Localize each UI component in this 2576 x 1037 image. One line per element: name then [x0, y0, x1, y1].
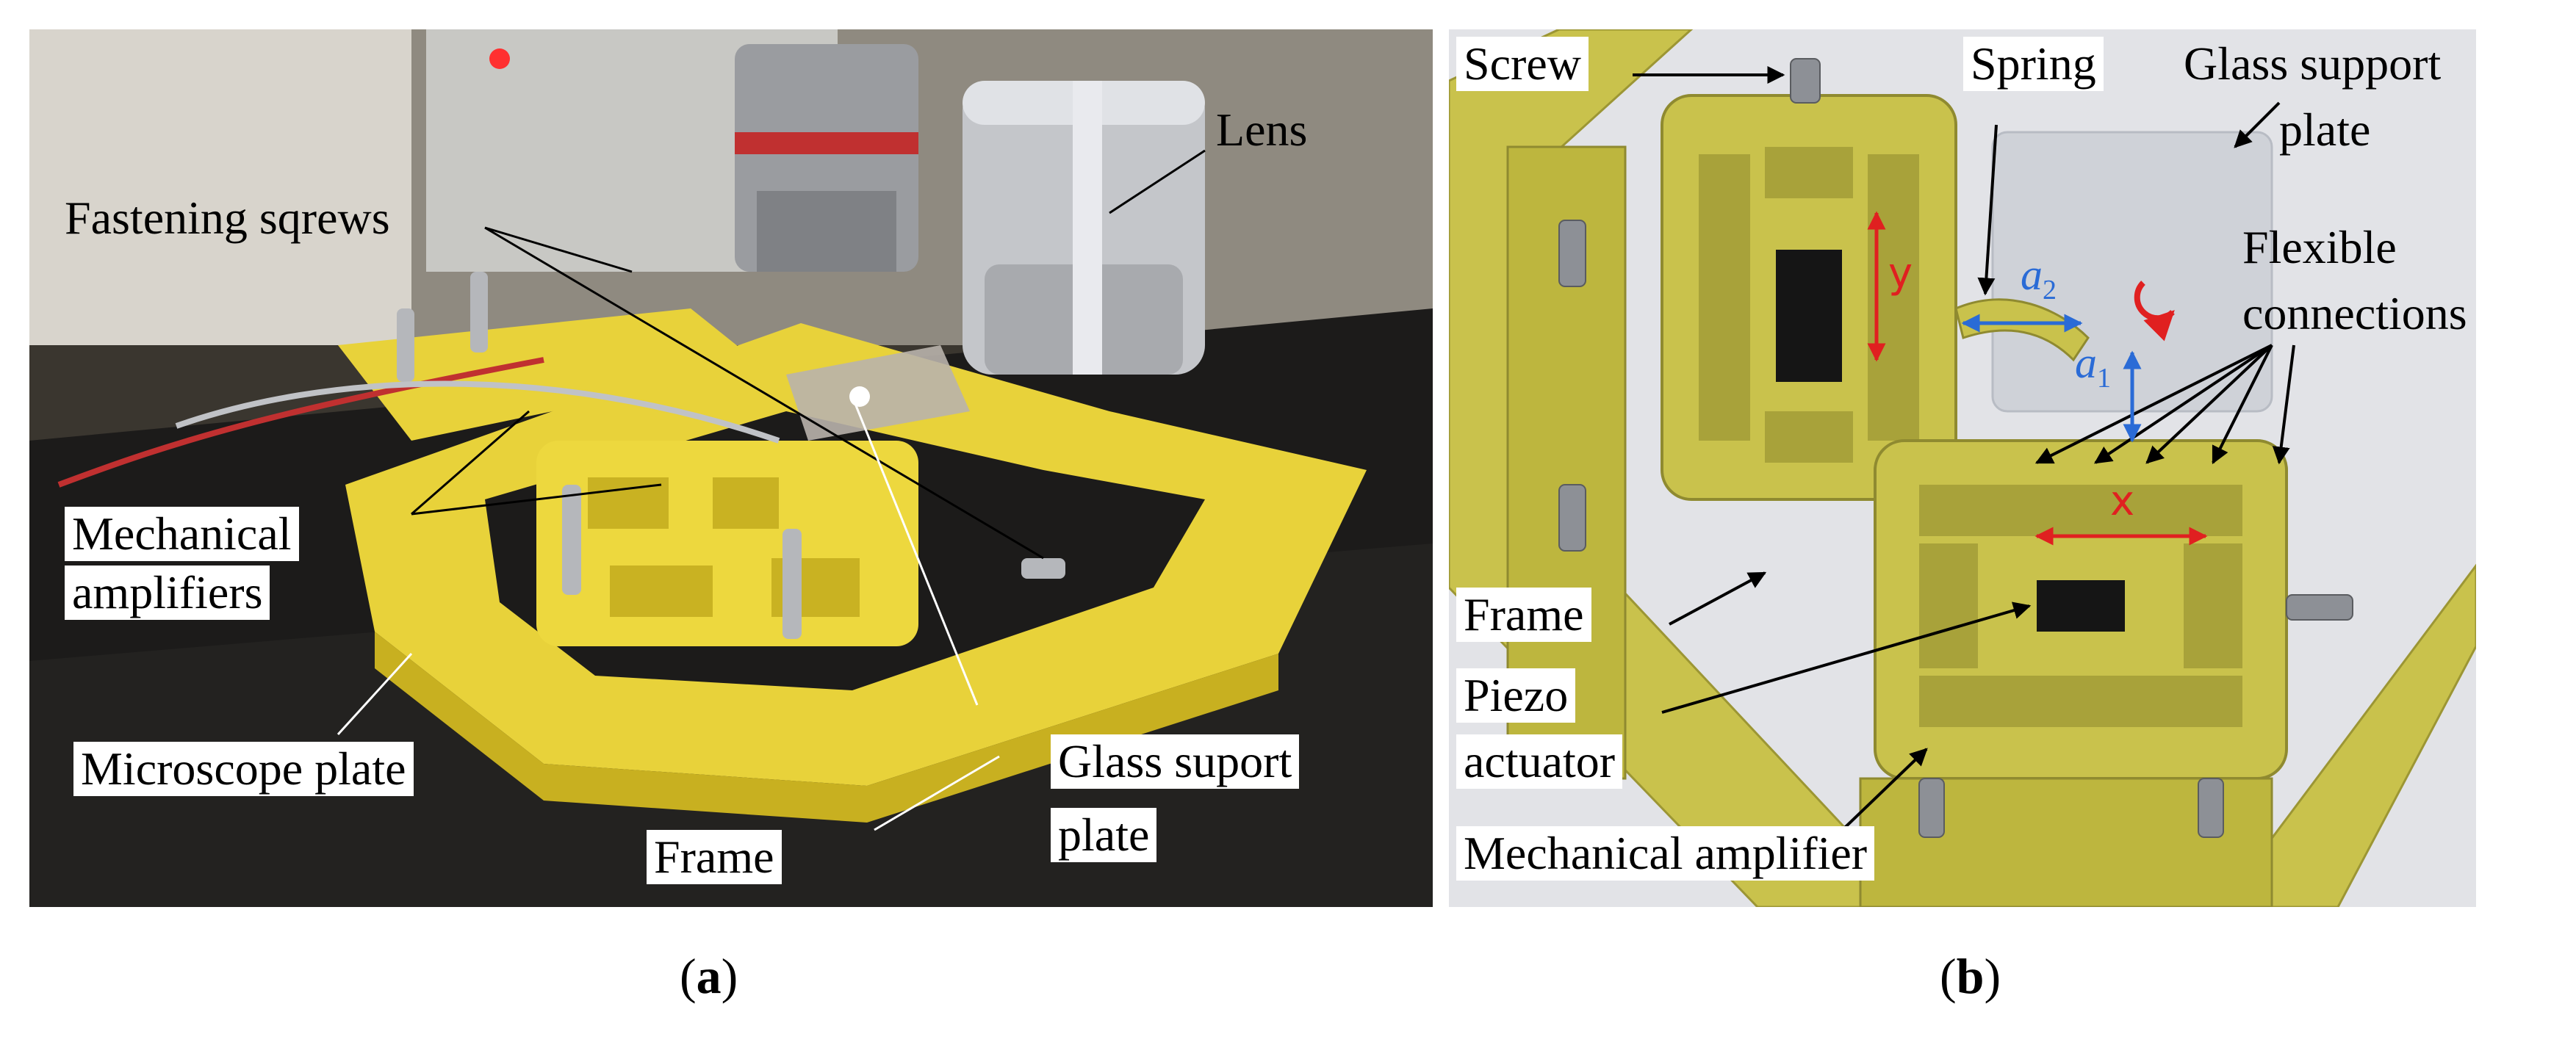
mechanical-amplifiers-label-line2: amplifiers: [65, 566, 270, 620]
spring-label: Spring: [1963, 37, 2104, 91]
printed-amplifier-upper: [338, 308, 764, 441]
screw-label: Screw: [1456, 37, 1589, 91]
y-motion-label: y: [1888, 250, 1913, 297]
panel-b-cad: Screw Spring Glass support plate Flexibl…: [1449, 29, 2476, 907]
mechanical-amplifiers-label-line1: Mechanical: [65, 507, 299, 561]
glass-plate-shape: [786, 345, 970, 441]
x-motion-label: x: [2110, 477, 2135, 525]
cad-screws: [1558, 58, 2353, 838]
glass-support-plate-label-line1: Glass suport: [1051, 734, 1300, 789]
cad-amplifier-lower: [1859, 439, 2288, 907]
cad-amplifier-upper: [1661, 94, 1957, 501]
lens-shape: [963, 81, 1205, 375]
caption-a: (a): [680, 948, 738, 1004]
rotation-arrow: [2134, 281, 2175, 342]
screws: [397, 272, 1065, 639]
mechanical-amplifier-label: Mechanical amplifier: [1456, 826, 1875, 881]
a1-label: a1: [2075, 339, 2111, 394]
piezo-actuator-label-line1: Piezo: [1456, 668, 1576, 723]
piezo-lower: [2037, 580, 2125, 632]
a2-label: a2: [2021, 250, 2057, 306]
microscope-plate-label: Microscope plate: [73, 742, 414, 796]
panel-a-photo: Fastening sqrews Lens Mechanical amplifi…: [29, 29, 1433, 907]
frame-label: Frame: [647, 830, 782, 884]
piezo-actuator-label-line2: actuator: [1456, 734, 1623, 789]
glass-support-plate-label-line2: plate: [1051, 808, 1157, 862]
fastening-screws-label: Fastening sqrews: [65, 192, 390, 244]
caption-b: (b): [1940, 948, 2001, 1004]
piezo-upper: [1776, 250, 1842, 382]
glass-support-plate-label-line1: Glass support: [2184, 37, 2442, 90]
flexible-connections-label-line2: connections: [2242, 287, 2467, 339]
lens-label: Lens: [1216, 104, 1308, 156]
printed-amplifier: [536, 441, 918, 646]
frame-label: Frame: [1456, 588, 1591, 642]
glass-support-plate-label-line2: plate: [2279, 104, 2371, 156]
flexible-connections-label-line1: Flexible: [2242, 221, 2397, 273]
